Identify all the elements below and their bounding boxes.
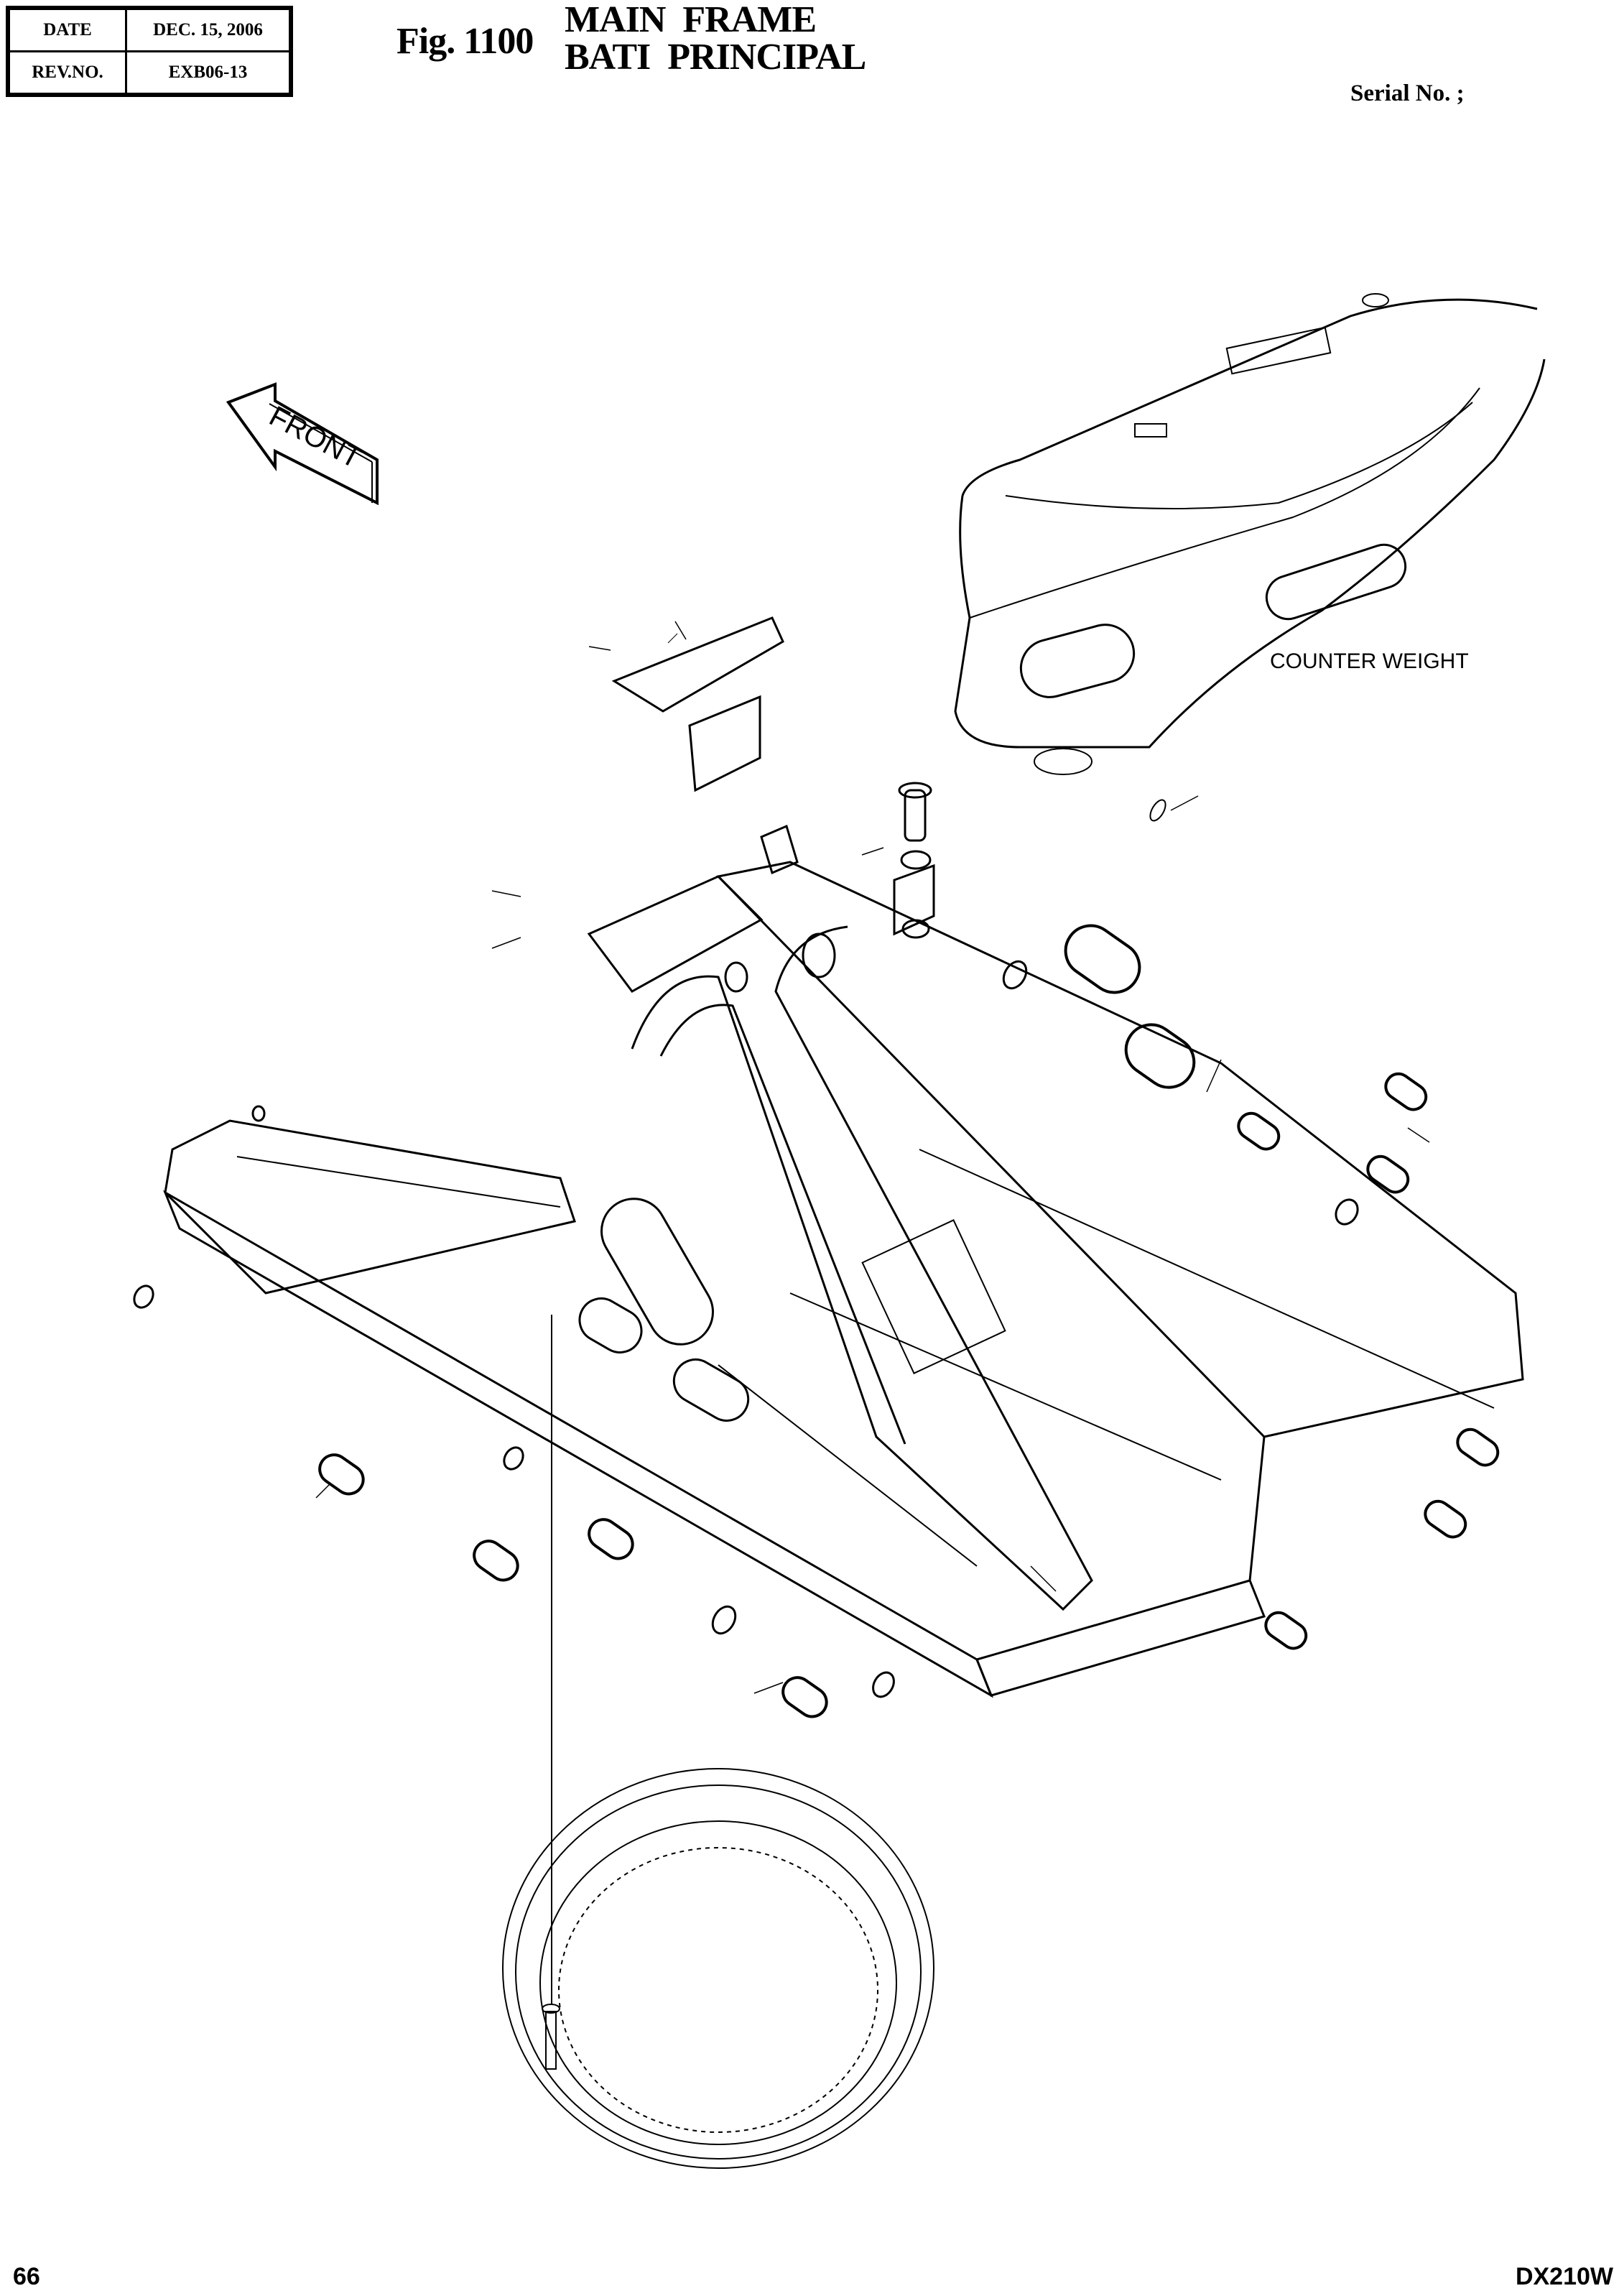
front-direction-arrow: FRONT: [226, 382, 379, 506]
date-value: DEC. 15, 2006: [125, 6, 292, 52]
cover-plate: [611, 616, 784, 792]
date-label: DATE: [6, 6, 127, 52]
serial-number-label: Serial No. ;: [1350, 80, 1465, 106]
counter-weight-label: COUNTER WEIGHT: [1270, 649, 1469, 673]
swing-bearing-ring-gear: [502, 1315, 934, 2169]
figure-number: Fig. 1100: [396, 21, 534, 62]
page-number: 66: [13, 2263, 40, 2290]
leader-lines: [315, 621, 1430, 1694]
revision-value: EXB06-13: [125, 50, 292, 96]
model-code: DX210W: [1515, 2263, 1613, 2290]
counter-weight: COUNTER WEIGHT: [954, 293, 1546, 822]
main-frame: [163, 861, 1524, 1698]
revision-info-table: DATE DEC. 15, 2006 REV.NO. EXB06-13: [6, 6, 293, 97]
figure-title: MAIN FRAME BATI PRINCIPAL: [565, 1, 866, 76]
revision-label: REV.NO.: [6, 50, 127, 96]
pin-bushing: [760, 782, 935, 939]
date-row: DATE DEC. 15, 2006: [6, 6, 292, 52]
revision-row: REV.NO. EXB06-13: [6, 50, 292, 96]
front-arrow-label: FRONT: [264, 400, 366, 475]
figure-title-french: BATI PRINCIPAL: [565, 37, 866, 78]
grommets: [133, 924, 1500, 1718]
figure-title-english: MAIN FRAME: [565, 0, 817, 40]
